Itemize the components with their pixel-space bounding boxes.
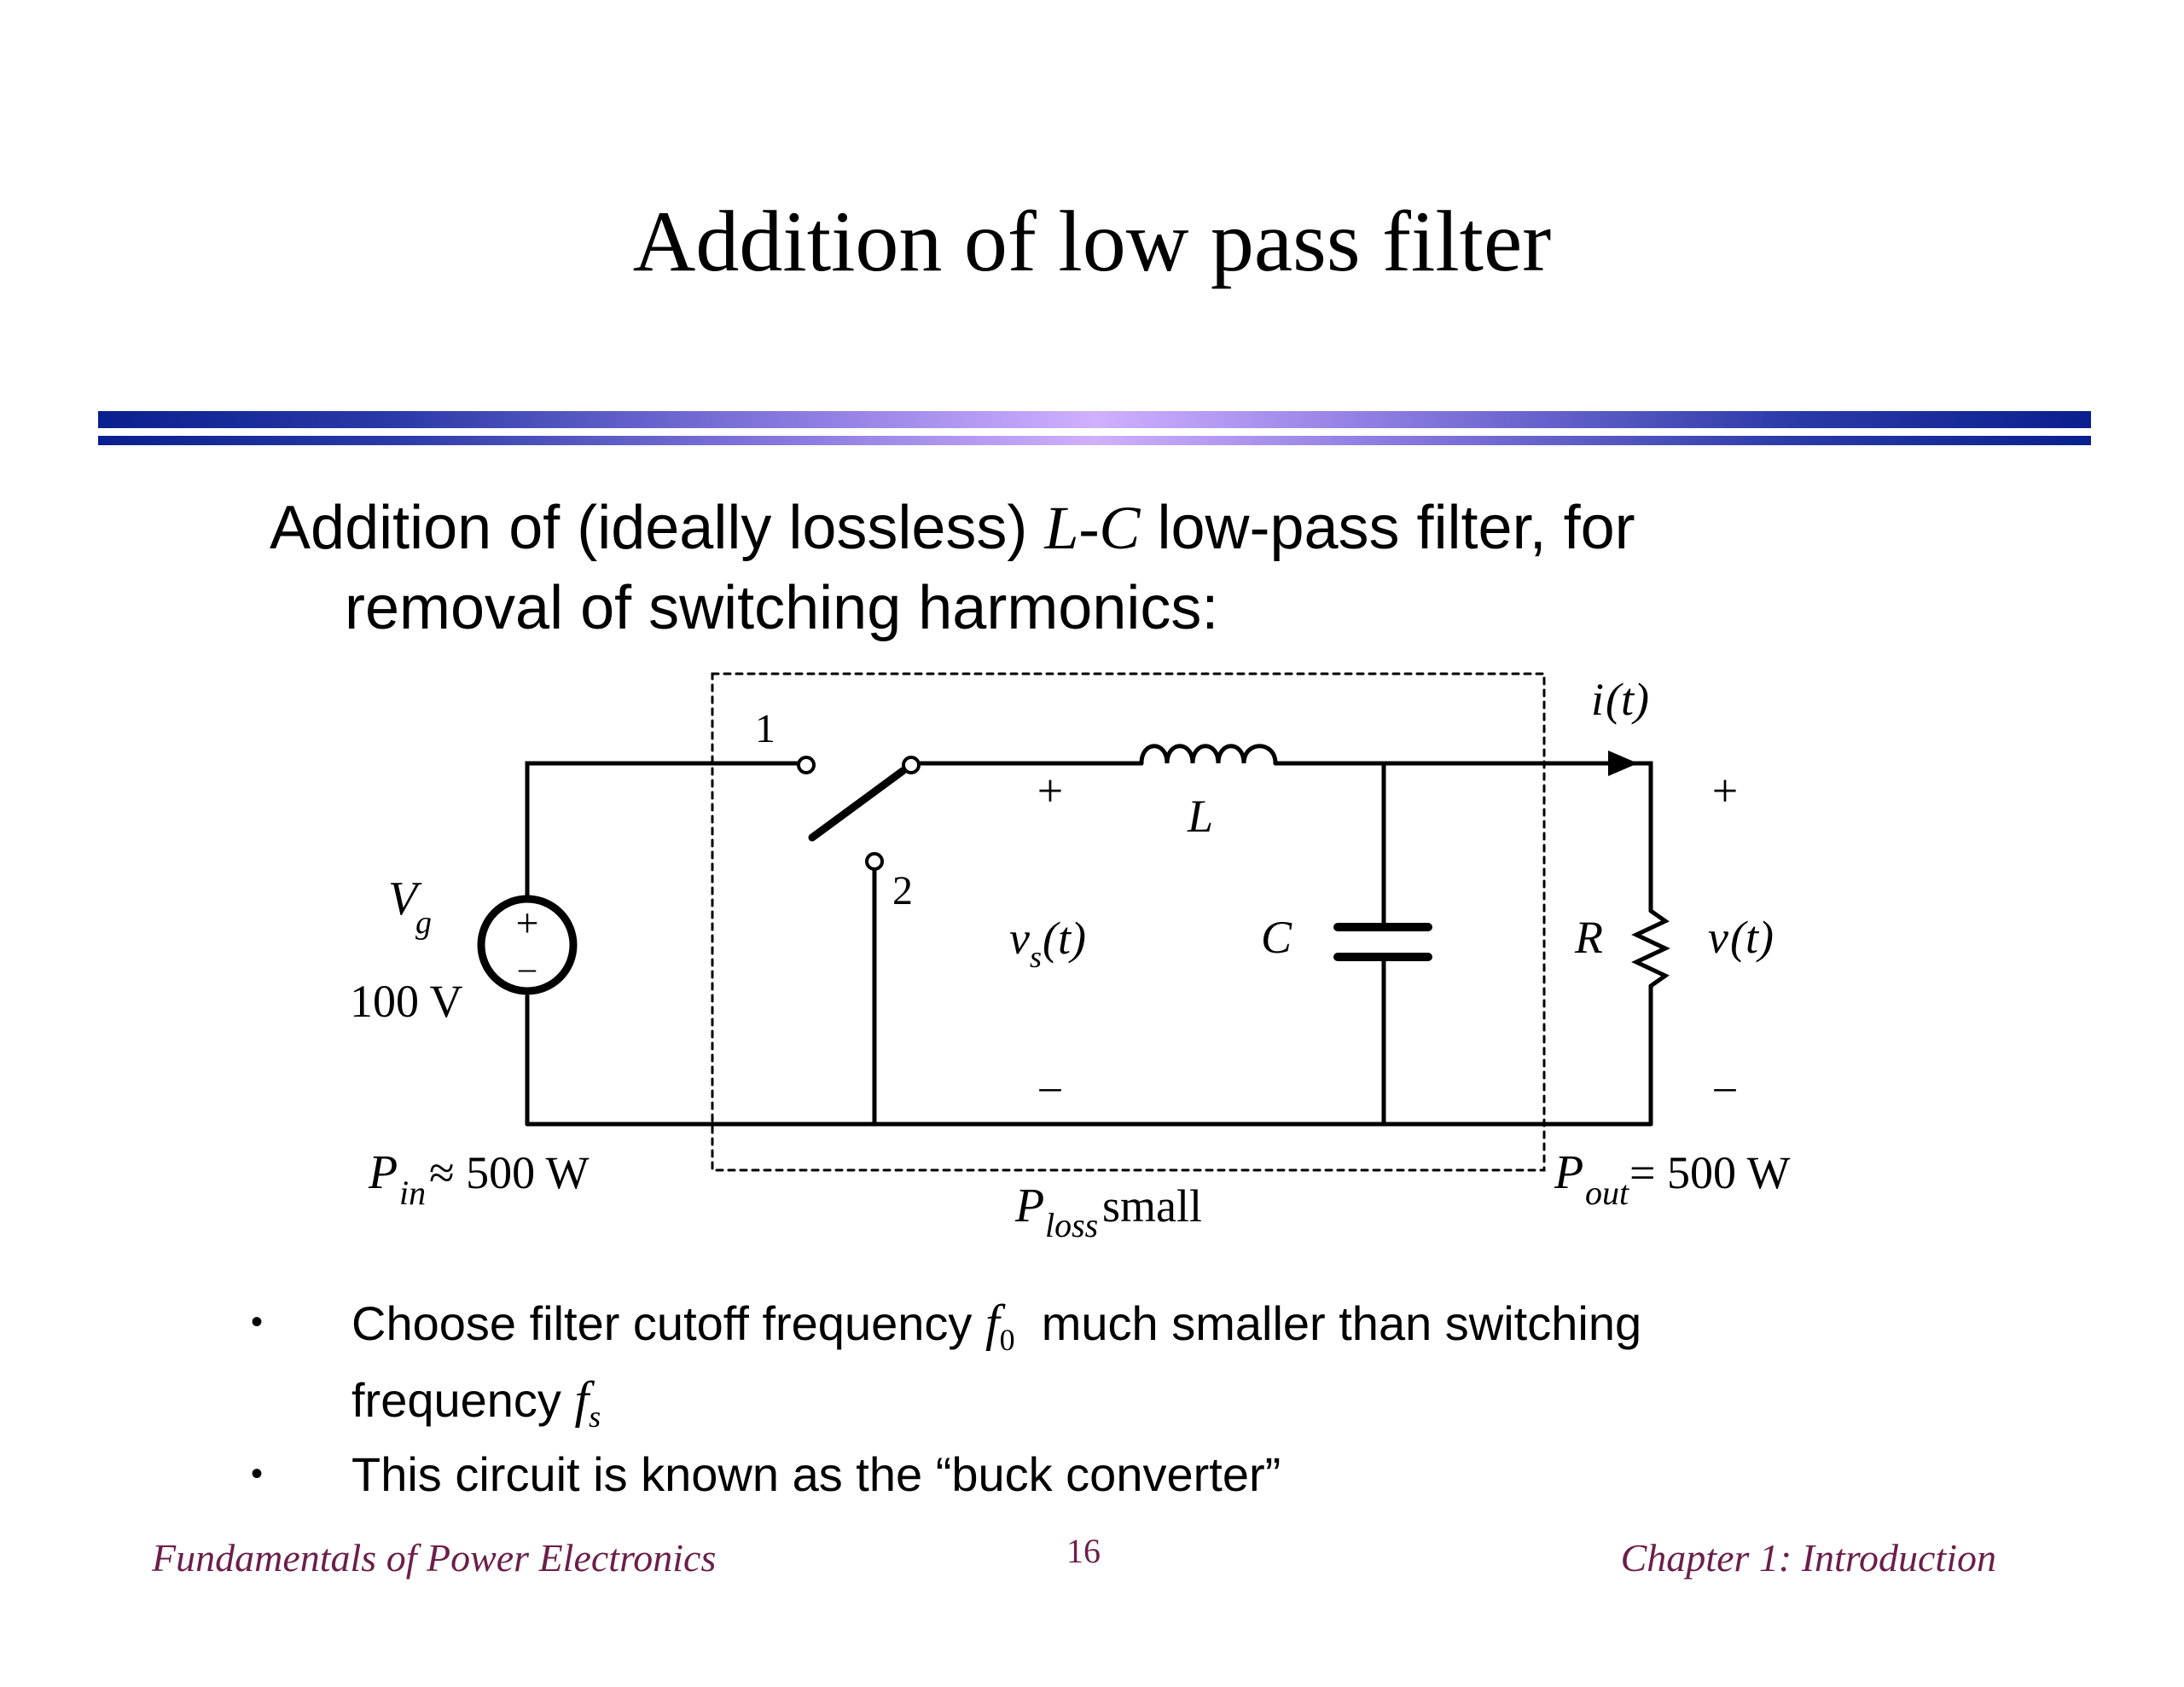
vs-subscript: s (1030, 940, 1042, 974)
current-argument: (t) (1606, 674, 1649, 725)
capacitor-label: C (1261, 912, 1292, 963)
switch-label-2: 2 (892, 868, 913, 913)
switch-blade (808, 767, 907, 842)
bullet-item-1: Choose filter cutoff frequency f0 much s… (351, 1293, 1802, 1446)
converter-boundary-box (711, 672, 1546, 1172)
footer-book-title: Fundamentals of Power Electronics (152, 1536, 717, 1580)
pin-symbol: P (368, 1146, 398, 1199)
source-voltage-subscript: g (415, 905, 432, 941)
vout-symbol: v (1708, 912, 1728, 963)
vs-plus-sign: + (1037, 765, 1063, 816)
resistor-symbol (1631, 908, 1670, 988)
slide-title: Addition of low pass filter (632, 194, 1552, 290)
bullet-item-2: This circuit is known as the “buck conve… (351, 1447, 1281, 1501)
vout-plus-sign: + (1712, 765, 1738, 816)
switch-terminal-1 (797, 756, 816, 774)
pin-subscript: in (399, 1174, 426, 1212)
ploss-symbol: P (1014, 1180, 1044, 1232)
intro-text: Addition of (ideally lossless) L-C low-p… (270, 488, 1805, 648)
bullet1-line2-pre: frequency (351, 1373, 575, 1428)
ploss-value: small (1102, 1180, 1202, 1232)
wire-load-top (1610, 761, 1653, 913)
pout-subscript: out (1585, 1174, 1629, 1212)
f0-subscript: 0 (999, 1323, 1015, 1358)
f0-symbol: f (985, 1295, 1000, 1351)
divider-thick-bar (98, 411, 2091, 428)
fs-subscript: s (589, 1400, 601, 1435)
intro-line1-math: L-C (1044, 494, 1141, 562)
bullet1-mid: much smaller than switching (1014, 1296, 1642, 1350)
current-arrow (1608, 751, 1638, 776)
vs-minus-sign: – (1039, 1062, 1062, 1110)
pout-symbol: P (1554, 1146, 1583, 1199)
switch-label-1: 1 (755, 706, 775, 751)
current-symbol: i (1591, 674, 1604, 725)
intro-line1-post: low-pass filter, for (1140, 494, 1635, 562)
intro-line2: removal of switching harmonics: (345, 574, 1219, 642)
vs-argument: (t) (1043, 913, 1086, 964)
source-plus-sign: + (515, 901, 538, 946)
bullet-marker-1: • (251, 1303, 264, 1341)
footer-page-number: 16 (1066, 1532, 1101, 1570)
bullet-marker-2: • (251, 1455, 264, 1493)
switch-pivot (902, 756, 921, 774)
source-voltage-symbol: V (388, 872, 422, 925)
fs-symbol: f (574, 1371, 590, 1429)
footer-chapter: Chapter 1: Introduction (1620, 1536, 1996, 1580)
divider-thin-bar (98, 436, 2091, 445)
ploss-subscript: loss (1045, 1206, 1098, 1244)
vout-argument: (t) (1730, 912, 1774, 963)
intro-line1-pre: Addition of (ideally lossless) (270, 494, 1045, 562)
title-divider (98, 411, 2091, 447)
resistor-label: R (1574, 912, 1603, 963)
inductor-label: L (1187, 791, 1213, 842)
vs-symbol: v (1009, 913, 1030, 964)
bullet1-pre: Choose filter cutoff frequency (351, 1296, 985, 1350)
pin-value: ≈ 500 W (429, 1147, 590, 1198)
source-minus-sign: – (518, 948, 537, 987)
vout-minus-sign: – (1714, 1062, 1737, 1110)
inductor-symbol (1139, 744, 1278, 766)
voltage-source-symbol (477, 895, 578, 995)
switch-terminal-2 (865, 852, 884, 871)
pout-value: = 500 W (1629, 1147, 1790, 1198)
source-voltage-value: 100 V (350, 976, 463, 1027)
